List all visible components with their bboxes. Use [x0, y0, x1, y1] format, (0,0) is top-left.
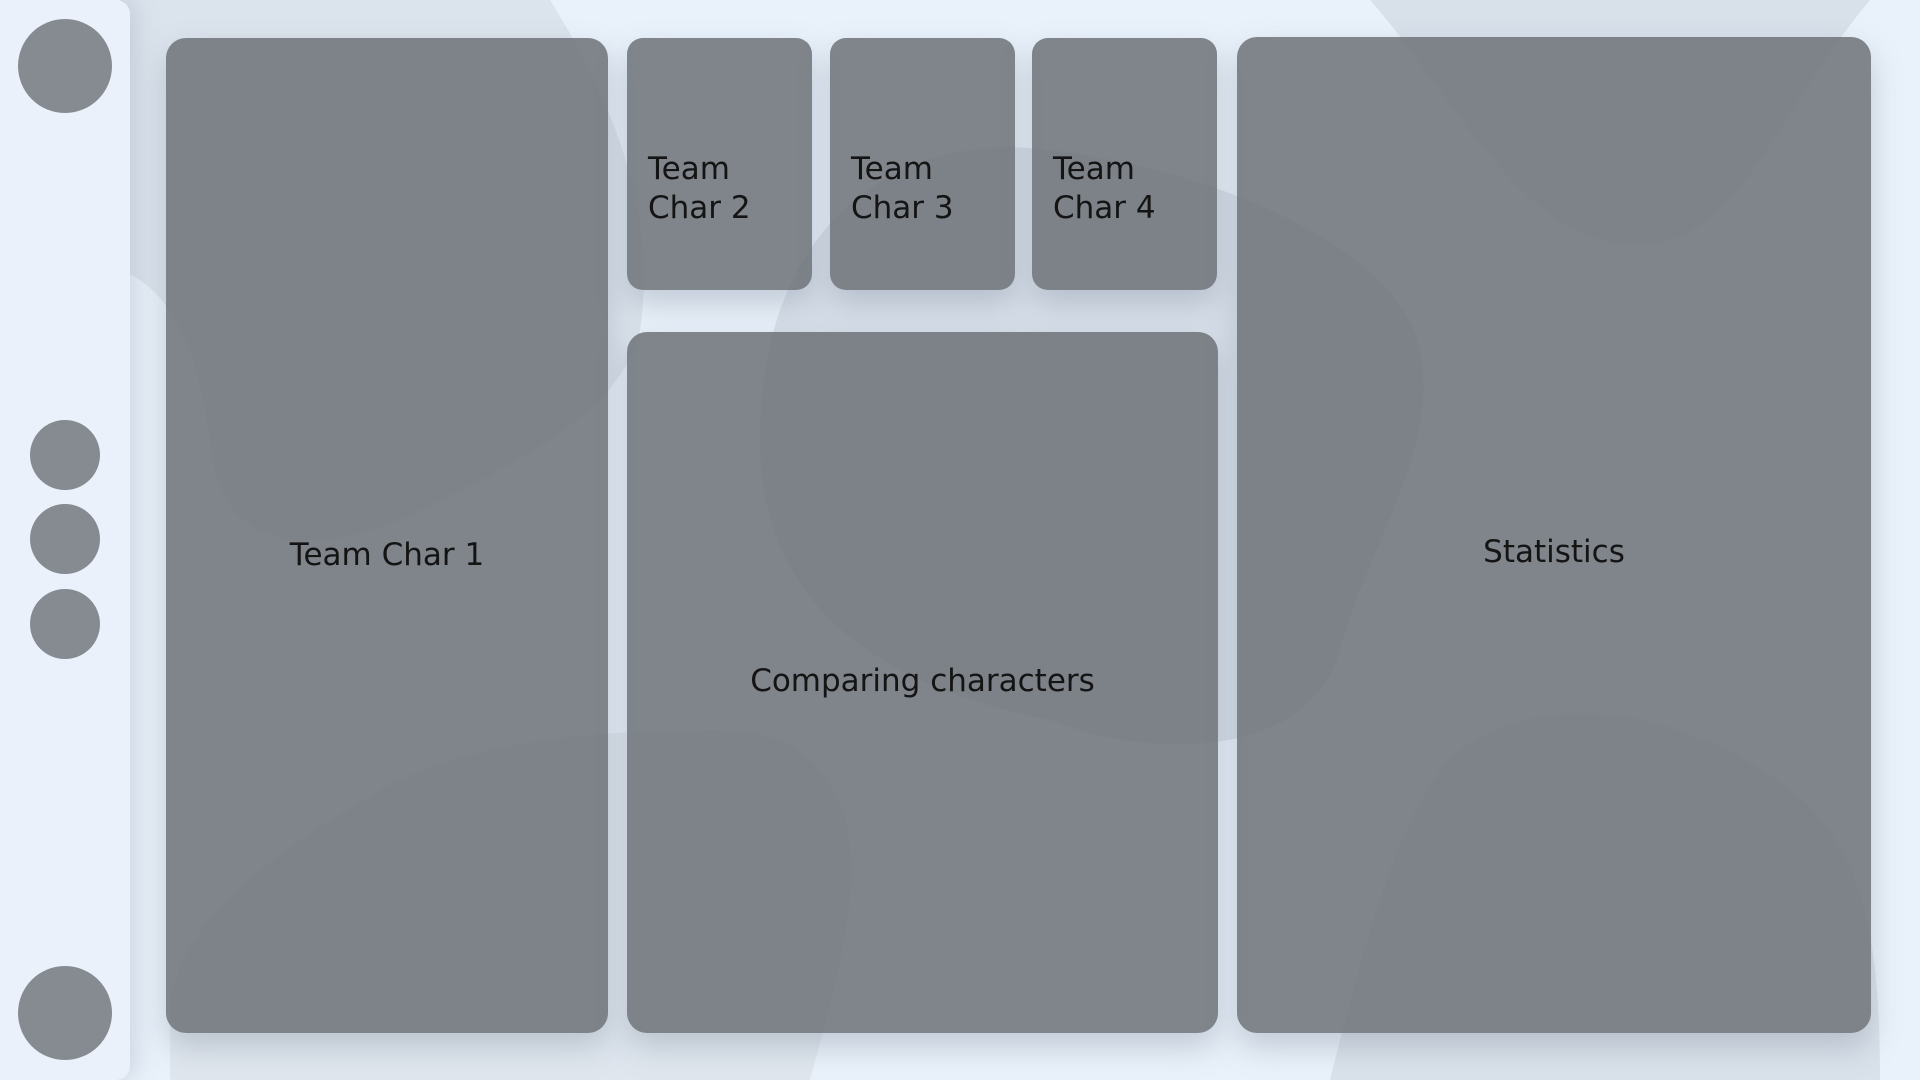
team-char-3-card[interactable]: Team Char 3 [830, 38, 1015, 290]
nav-item-1-icon[interactable] [30, 420, 100, 490]
comparing-characters-panel[interactable]: Comparing characters [627, 332, 1218, 1033]
team-char-3-label: Team Char 3 [851, 151, 954, 226]
team-char-2-card[interactable]: Team Char 2 [627, 38, 812, 290]
nav-item-3-icon[interactable] [30, 589, 100, 659]
team-char-4-card[interactable]: Team Char 4 [1032, 38, 1217, 290]
profile-icon[interactable] [18, 19, 112, 113]
settings-icon[interactable] [18, 966, 112, 1060]
statistics-label: Statistics [1483, 534, 1625, 570]
team-char-1-label: Team Char 1 [289, 537, 485, 573]
team-char-4-label: Team Char 4 [1053, 151, 1156, 226]
comparing-characters-label: Comparing characters [750, 663, 1095, 699]
team-char-2-label: Team Char 2 [648, 151, 751, 226]
team-char-1-card[interactable]: Team Char 1 [166, 38, 608, 1033]
nav-item-2-icon[interactable] [30, 504, 100, 574]
sidebar [0, 0, 130, 1080]
statistics-panel[interactable]: Statistics [1237, 37, 1871, 1033]
